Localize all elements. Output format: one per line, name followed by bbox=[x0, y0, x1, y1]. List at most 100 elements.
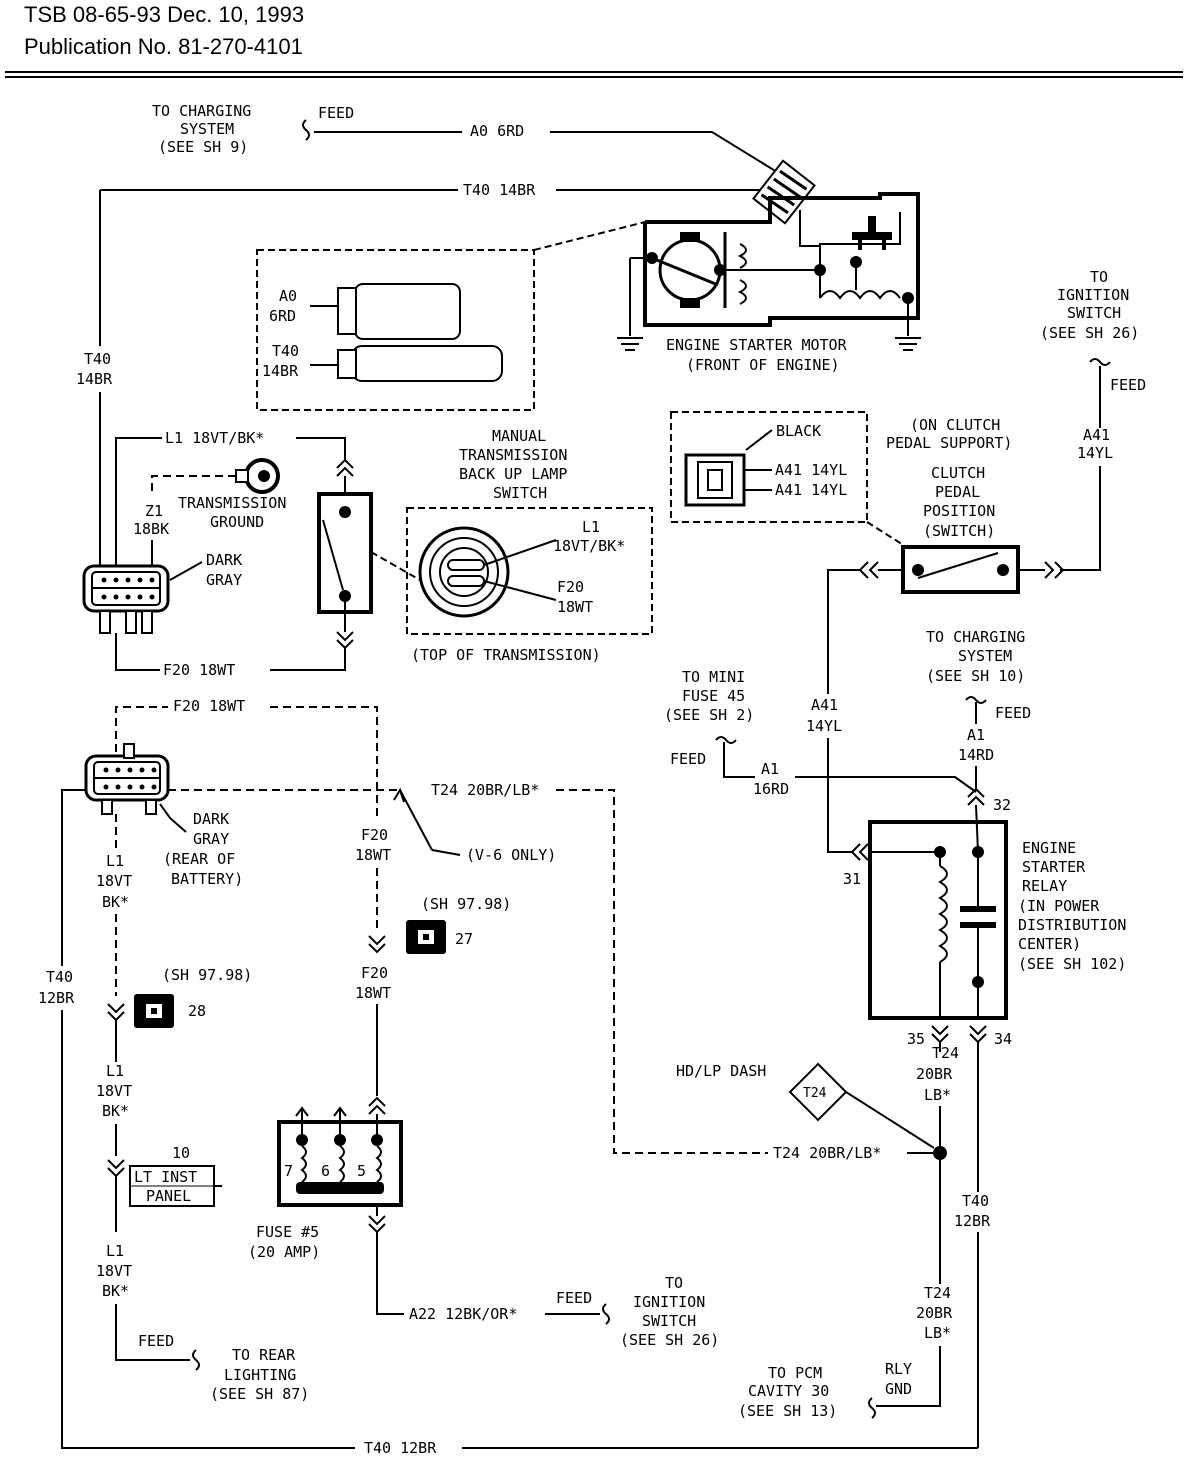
label-to-rear-3: (SEE SH 87) bbox=[210, 1385, 309, 1403]
label-l1-b-3: BK* bbox=[102, 1102, 129, 1120]
label-to-pcm-1: TO PCM bbox=[768, 1364, 822, 1382]
engine-starter-motor bbox=[629, 192, 920, 336]
label-manual-1: MANUAL bbox=[492, 427, 546, 445]
v6-arrow bbox=[393, 787, 405, 803]
label-t40-12br-l-2: 12BR bbox=[38, 989, 75, 1007]
label-starter-1: ENGINE STARTER MOTOR bbox=[666, 336, 848, 354]
backup-lamp-switch bbox=[317, 492, 373, 614]
label-manual-3: BACK UP LAMP bbox=[459, 465, 567, 483]
label-t40-12br-bottom: T40 12BR bbox=[364, 1439, 437, 1457]
label-f20-d-2: 18WT bbox=[355, 984, 391, 1002]
label-a22: A22 12BK/OR* bbox=[409, 1305, 517, 1323]
detail-leader bbox=[533, 221, 646, 251]
label-clutch-3: POSITION bbox=[923, 502, 995, 520]
label-relay-6: CENTER) bbox=[1018, 935, 1081, 953]
label-z1-1: Z1 bbox=[145, 502, 163, 520]
label-fuse-1: FUSE #5 bbox=[256, 1223, 319, 1241]
wire-a41-mid-upper bbox=[827, 569, 860, 694]
label-manual-4: SWITCH bbox=[493, 484, 547, 502]
label-dark-gray-b2: GRAY bbox=[193, 830, 229, 848]
label-top-trans: (TOP OF TRANSMISSION) bbox=[411, 646, 601, 664]
label-to-ign-4: (SEE SH 26) bbox=[1040, 324, 1139, 342]
transmission-ground-eyelet bbox=[235, 458, 280, 494]
label-feed-top: FEED bbox=[318, 104, 354, 122]
conn-chevron-31 bbox=[850, 843, 869, 861]
conn-chevron-27 bbox=[368, 935, 386, 954]
label-t24-r-3: LB* bbox=[924, 1086, 951, 1104]
label-to-chg10-2: SYSTEM bbox=[958, 647, 1012, 665]
wire-l1-to-rear bbox=[115, 1304, 190, 1361]
black-leader bbox=[745, 429, 773, 451]
label-feed-chg10: FEED bbox=[995, 704, 1031, 722]
label-to-ign-b4: (SEE SH 26) bbox=[620, 1331, 719, 1349]
label-manual-2: TRANSMISSION bbox=[459, 446, 567, 464]
conn-chevron-34 bbox=[969, 1025, 987, 1044]
label-trans-gnd-1: TRANSMISSION bbox=[178, 494, 286, 512]
label-relay-1: ENGINE bbox=[1022, 839, 1076, 857]
label-black: BLACK bbox=[776, 422, 821, 440]
label-feed-rear: FEED bbox=[138, 1332, 174, 1350]
conn-chevron-clutch-left bbox=[858, 561, 879, 579]
conn-chevron-28 bbox=[107, 1003, 125, 1022]
wire-a41-mid-lower bbox=[827, 738, 852, 853]
label-to-ign-b3: SWITCH bbox=[642, 1312, 696, 1330]
conn-chevron-10 bbox=[107, 1159, 125, 1178]
label-feed-a22: FEED bbox=[556, 1289, 592, 1307]
ground-symbol-right bbox=[895, 337, 921, 351]
wire-t24-to-pcm bbox=[876, 1346, 941, 1407]
conn-chevron-32 bbox=[967, 787, 985, 806]
conn-chevron-fuse-top bbox=[368, 1096, 386, 1115]
label-l1-a-2: 18VT bbox=[96, 872, 132, 890]
label-t40-left-2: 14BR bbox=[76, 370, 113, 388]
label-conn-a0-2: 6RD bbox=[269, 307, 296, 325]
conn-chevron-switch-top bbox=[336, 458, 354, 477]
label-starter-2: (FRONT OF ENGINE) bbox=[686, 356, 840, 374]
lt-inst-panel-connector bbox=[129, 1165, 222, 1207]
conn-chevron-35 bbox=[931, 1025, 949, 1044]
label-on-clutch-2: PEDAL SUPPORT) bbox=[886, 434, 1012, 452]
label-to-mini-3: (SEE SH 2) bbox=[664, 706, 754, 724]
label-l1-a-3: BK* bbox=[102, 893, 129, 911]
label-rly-gnd-2: GND bbox=[885, 1380, 912, 1398]
label-f20-c-1: F20 bbox=[361, 826, 388, 844]
label-relay-4: (IN POWER bbox=[1018, 897, 1100, 915]
label-num27: 27 bbox=[455, 930, 473, 948]
label-a1-14rd-1: A1 bbox=[967, 726, 985, 744]
label-t24-r-2: 20BR bbox=[916, 1065, 953, 1083]
label-conn-t40-2: 14BR bbox=[262, 362, 299, 380]
starter-connector bbox=[752, 159, 816, 225]
splice-block-28 bbox=[134, 994, 174, 1028]
label-pin35: 35 bbox=[907, 1030, 925, 1048]
feed-symbol-chg10 bbox=[965, 696, 987, 704]
connector-detail-box bbox=[256, 249, 535, 411]
clutch-detail-leader bbox=[866, 521, 906, 547]
label-a1-16rd-1: A1 bbox=[761, 760, 779, 778]
conn-chevron-clutch-right bbox=[1044, 561, 1065, 579]
label-to-ign-b2: IGNITION bbox=[633, 1293, 705, 1311]
label-l1-c-3: BK* bbox=[102, 1282, 129, 1300]
label-pin32: 32 bbox=[993, 796, 1011, 814]
wire-f20-left bbox=[115, 633, 160, 671]
label-l1-c-2: 18VT bbox=[96, 1262, 132, 1280]
label-sw-f20-1: F20 bbox=[557, 578, 584, 596]
fuse-5 bbox=[277, 1106, 403, 1207]
label-to-mini-2: FUSE 45 bbox=[682, 687, 745, 705]
label-a41-m-2: 14YL bbox=[806, 717, 842, 735]
label-dark-gray-1: DARK bbox=[206, 551, 242, 569]
label-f20-d-1: F20 bbox=[361, 964, 388, 982]
label-pin34: 34 bbox=[994, 1030, 1012, 1048]
clutch-connector-detail bbox=[684, 453, 772, 507]
label-on-clutch-1: (ON CLUTCH bbox=[910, 416, 1000, 434]
label-trans-gnd-2: GROUND bbox=[210, 513, 264, 531]
diamond-leader bbox=[845, 1091, 935, 1149]
label-a41-r-1: A41 bbox=[1083, 426, 1110, 444]
dark-gray-leader bbox=[169, 561, 203, 581]
label-relay-2: STARTER bbox=[1022, 858, 1086, 876]
label-dark-gray-2: GRAY bbox=[206, 571, 242, 589]
switch-detail-box bbox=[406, 507, 653, 635]
label-t24-diamond: T24 bbox=[803, 1086, 827, 1101]
label-a41-r-2: 14YL bbox=[1077, 444, 1113, 462]
splice-block-27 bbox=[406, 920, 446, 954]
label-fuse-2: (20 AMP) bbox=[248, 1243, 320, 1261]
conn-chevron-switch-bottom bbox=[336, 631, 354, 650]
